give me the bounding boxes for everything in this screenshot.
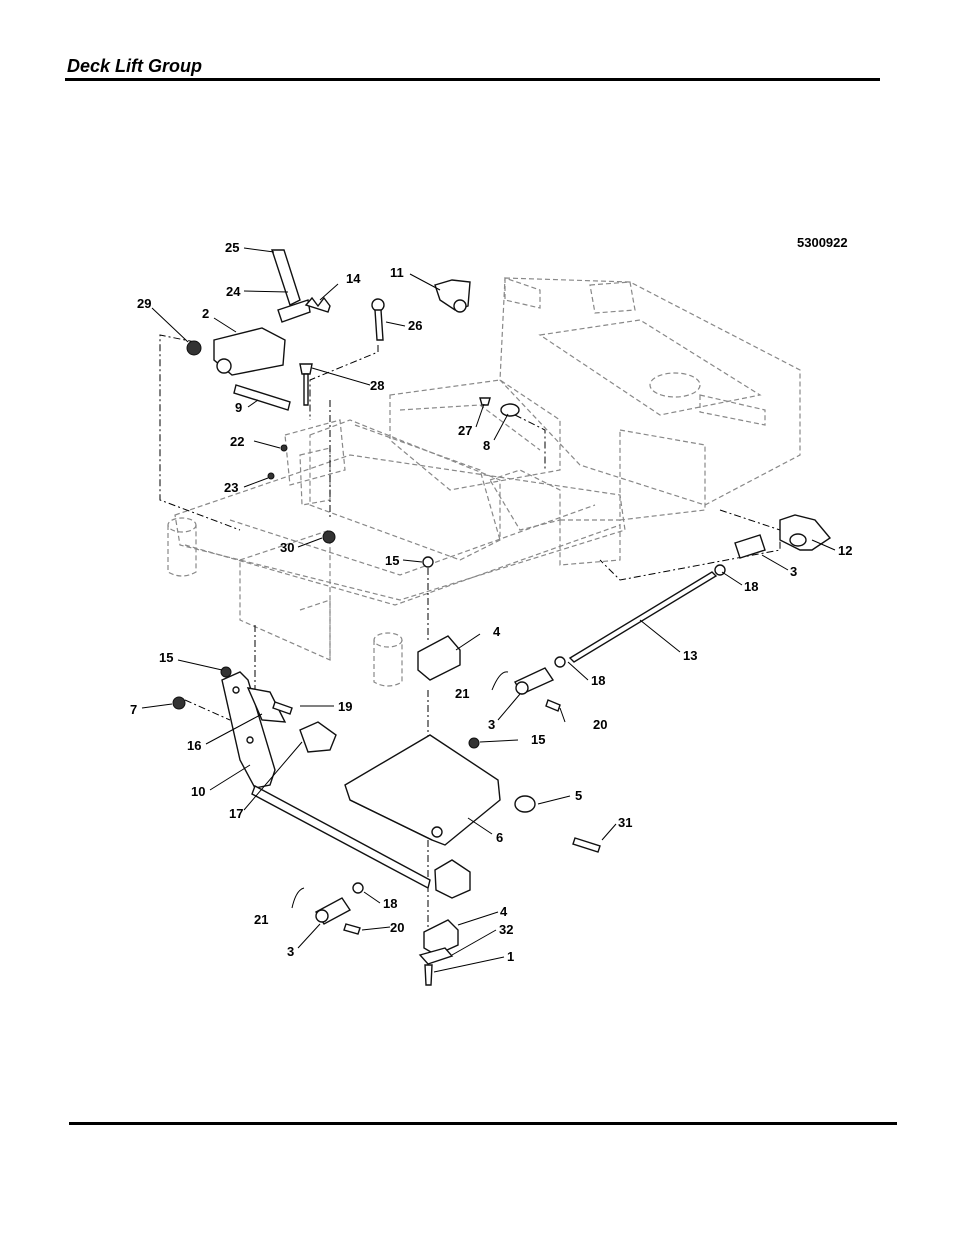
part-nut-15b-7 bbox=[172, 666, 232, 710]
callout-6: 6 bbox=[496, 830, 503, 845]
part-shaft bbox=[251, 785, 471, 899]
callout-3: 3 bbox=[488, 717, 495, 732]
tractor-frame bbox=[167, 277, 801, 687]
part-pin-21a bbox=[491, 671, 509, 691]
callout-20: 20 bbox=[390, 920, 404, 935]
header-rule bbox=[65, 78, 880, 81]
callout-4: 4 bbox=[493, 624, 501, 639]
callout-27: 27 bbox=[458, 423, 472, 438]
callout-20: 20 bbox=[593, 717, 607, 732]
part-nut-30 bbox=[322, 530, 336, 544]
callout-10: 10 bbox=[191, 784, 205, 799]
part-hand-lever bbox=[271, 249, 311, 323]
part-pin-21b bbox=[291, 887, 305, 909]
callout-4: 4 bbox=[500, 904, 508, 919]
part-spacer-5 bbox=[514, 795, 536, 813]
callout-7: 7 bbox=[130, 702, 137, 717]
callout-3: 3 bbox=[790, 564, 797, 579]
callout-24: 24 bbox=[226, 284, 241, 299]
callout-25: 25 bbox=[225, 240, 239, 255]
callout-8: 8 bbox=[483, 438, 490, 453]
callout-26: 26 bbox=[408, 318, 422, 333]
callout-22: 22 bbox=[230, 434, 244, 449]
callout-21: 21 bbox=[254, 912, 268, 927]
page-title: Deck Lift Group bbox=[67, 56, 203, 76]
callout-30: 30 bbox=[280, 540, 294, 555]
callout-1: 1 bbox=[507, 949, 514, 964]
callout-2: 2 bbox=[202, 306, 209, 321]
part-nut-29 bbox=[186, 340, 202, 356]
part-block-4b bbox=[423, 919, 459, 956]
part-block-4a bbox=[417, 635, 461, 681]
part-pivot-bracket bbox=[213, 327, 286, 376]
callout-18: 18 bbox=[744, 579, 758, 594]
part-screw-1 bbox=[424, 964, 433, 986]
callout-15: 15 bbox=[385, 553, 399, 568]
callout-31: 31 bbox=[618, 815, 632, 830]
part-plate-6 bbox=[344, 734, 501, 846]
callout-11: 11 bbox=[390, 265, 404, 280]
callout-21: 21 bbox=[455, 686, 469, 701]
callout-16: 16 bbox=[187, 738, 201, 753]
part-clevis-3b bbox=[514, 656, 566, 712]
part-bolt-9 bbox=[233, 384, 291, 411]
callout-17: 17 bbox=[229, 806, 243, 821]
part-bolt-28 bbox=[299, 363, 313, 406]
callout-23: 23 bbox=[224, 480, 238, 495]
part-bracket-11 bbox=[434, 279, 471, 313]
callout-15: 15 bbox=[159, 650, 173, 665]
footer-rule bbox=[69, 1122, 897, 1125]
callout-18: 18 bbox=[383, 896, 397, 911]
part-pin-26 bbox=[371, 298, 385, 341]
callout-19: 19 bbox=[338, 699, 352, 714]
callout-18: 18 bbox=[591, 673, 605, 688]
drawing-number: 5300922 bbox=[797, 235, 848, 250]
part-block-17 bbox=[299, 721, 337, 753]
part-bellcrank-10 bbox=[221, 671, 276, 789]
callout-9: 9 bbox=[235, 400, 242, 415]
part-spring bbox=[304, 296, 331, 313]
part-nut-15a bbox=[422, 556, 434, 568]
part-bolt-31 bbox=[572, 837, 601, 853]
callout-14: 14 bbox=[346, 271, 361, 286]
callout-29: 29 bbox=[137, 296, 151, 311]
part-rod-13 bbox=[568, 571, 718, 663]
callout-15: 15 bbox=[531, 732, 545, 747]
part-washer-8 bbox=[479, 397, 520, 417]
part-clevis-3c bbox=[314, 882, 364, 935]
part-bracket-16-19 bbox=[246, 687, 293, 723]
callout-3: 3 bbox=[287, 944, 294, 959]
callout-12: 12 bbox=[838, 543, 852, 558]
part-nut-15c bbox=[468, 737, 480, 749]
part-plate-32 bbox=[418, 947, 454, 965]
part-clevis-3a bbox=[714, 534, 766, 576]
callout-32: 32 bbox=[499, 922, 513, 937]
part-screw-22-23 bbox=[267, 444, 288, 480]
callout-28: 28 bbox=[370, 378, 384, 393]
callout-5: 5 bbox=[575, 788, 582, 803]
leader-lines bbox=[141, 247, 836, 973]
part-bracket-12 bbox=[779, 514, 832, 551]
callout-13: 13 bbox=[683, 648, 697, 663]
